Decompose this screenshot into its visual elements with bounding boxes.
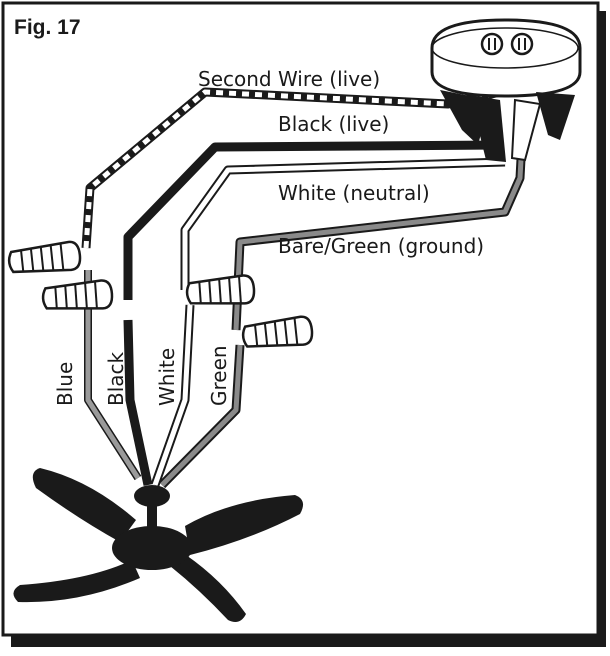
figure-title: Fig. 17: [14, 16, 81, 39]
mounting-screw-icon: [480, 32, 504, 56]
ceiling-fan-icon: [13, 468, 304, 622]
wire-nut-icon: [7, 240, 82, 274]
wire-nut-icon: [185, 274, 256, 305]
mounting-screw-icon: [510, 32, 534, 56]
black-fan-lead: [123, 319, 153, 486]
white-neutral-wire: [180, 157, 506, 290]
black-live-wire: [123, 140, 501, 300]
green-fan-lead: [158, 344, 245, 489]
wire-nut-icon: [41, 279, 114, 310]
second-wire-label: Second Wire (live): [198, 67, 380, 91]
white-neutral-label: White (neutral): [278, 181, 430, 205]
blue-lead-label: Blue: [53, 362, 77, 406]
wire-nut-icon: [241, 315, 314, 348]
green-lead-label: Green: [207, 345, 231, 406]
ground-label: Bare/Green (ground): [278, 234, 484, 258]
ground-wire: [231, 139, 527, 331]
blue-wire: [84, 270, 142, 481]
black-lead-label: Black: [104, 351, 128, 406]
ceiling-box: [430, 18, 582, 162]
white-lead-label: White: [155, 348, 179, 406]
black-live-label: Black (live): [278, 112, 389, 136]
white-fan-lead: [150, 304, 195, 487]
